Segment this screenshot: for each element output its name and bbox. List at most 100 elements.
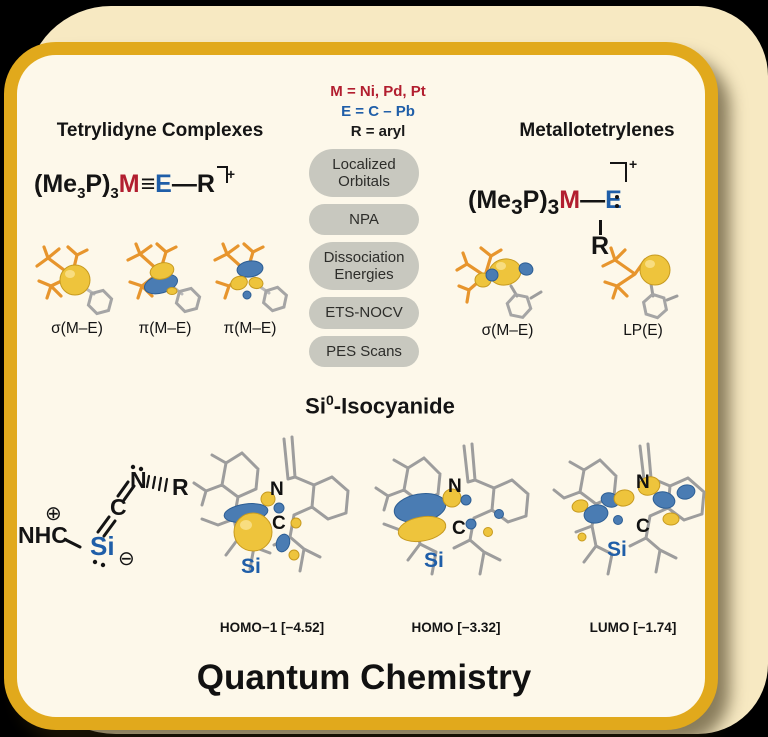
sphere-highlight — [65, 270, 75, 278]
pi-lobe-small — [242, 290, 252, 300]
orbital-label: σ(M–E) — [51, 320, 103, 337]
phenyl-ring — [261, 285, 289, 313]
orbital-label: σ(M–E) — [481, 322, 534, 339]
si-title-rest: -Isocyanide — [333, 393, 455, 419]
formula-sub1: 3 — [77, 185, 86, 202]
single-bond: — — [580, 186, 606, 214]
si-atom-label: Si — [241, 555, 261, 578]
pi-lobe-yellow — [149, 262, 175, 280]
formula-main: (Me3P)3M—E — [468, 186, 622, 220]
sigma-me-orbital-render — [35, 245, 114, 316]
pi-lobe-small — [166, 287, 178, 295]
orbital-lobe-yellow-small — [290, 517, 302, 529]
triple-bond: ≡ — [140, 170, 156, 198]
formula-element: E — [155, 170, 172, 198]
orbital-lobe-yellow-3 — [637, 476, 661, 496]
nhc-si-bond — [64, 538, 82, 549]
formula-r: R — [196, 170, 215, 198]
si-lone-pair-dot — [92, 559, 98, 565]
sphere-highlight — [645, 260, 655, 268]
plus-charge-icon: ⊕ — [45, 503, 62, 525]
pi-lobe-blue — [236, 260, 264, 278]
si-atom-label: Si — [424, 549, 444, 572]
tetrylidyne-formula: (Me3P)3M≡E—R+ — [34, 166, 235, 202]
sigma-lobe — [59, 264, 91, 296]
n-atom-label: N — [448, 476, 462, 497]
c-atom-label: C — [452, 518, 466, 539]
orbital-lobe-yellow-small — [483, 527, 493, 537]
r-label: R — [172, 474, 189, 500]
orbital-label: π(M–E) — [138, 320, 192, 337]
legend-elements: E = C – Pb — [341, 103, 415, 120]
lone-pair-orbital-render — [601, 246, 679, 320]
quantum-chemistry-title: Quantum Chemistry — [196, 658, 532, 697]
n-lone-pair-dot — [130, 464, 136, 470]
formula-sub2: 3 — [110, 185, 119, 202]
orbital-lobe-blue-small-2 — [465, 518, 477, 530]
n-label: N — [130, 467, 147, 493]
formula-p2: P) — [85, 170, 111, 198]
orbital-lobe-yellow — [571, 499, 589, 513]
method-pill-npa: NPA — [309, 204, 419, 236]
n-atom-label: N — [636, 472, 650, 493]
formula-metal: M — [118, 170, 140, 198]
methods-list: Localized Orbitals NPA Dissociation Ener… — [309, 149, 419, 374]
lone-pair-dots — [615, 195, 620, 213]
homo-minus1-label: HOMO−1 [−4.52] — [219, 620, 325, 635]
minus-charge-icon: ⊖ — [118, 548, 135, 570]
method-pill-dissociation-energies: Dissociation Energies — [309, 242, 419, 291]
sigma-me-orbital-render-right — [455, 246, 543, 320]
orbital-lobe-blue-small-3 — [494, 509, 504, 519]
charge-plus: + — [629, 156, 638, 172]
formula-sub1: 3 — [511, 196, 523, 219]
vertical-bond — [599, 220, 602, 235]
orbital-lobe-yellow-small-2 — [288, 549, 300, 561]
n-lone-pair-dot — [138, 466, 144, 472]
legend: M = Ni, Pd, Pt E = C – Pb R = aryl — [278, 82, 478, 142]
orbital-lobe-yellow-4 — [662, 512, 680, 526]
sphere-highlight — [496, 262, 506, 270]
pi-me-orbital-render-2 — [213, 242, 289, 313]
n-atom-label: N — [270, 479, 284, 500]
metallotetrylene-formula: (Me3P)3M—E + R — [468, 156, 668, 268]
lone-pair-lobe — [639, 254, 671, 286]
homo-render: N C Si — [374, 442, 530, 576]
formula-r: R — [591, 232, 610, 260]
legend-substituent: R = aryl — [350, 123, 406, 140]
legend-metals: M = Ni, Pd, Pt — [330, 83, 426, 100]
formula-p1: (Me — [468, 186, 512, 214]
orbital-lobe-blue-4 — [676, 484, 696, 500]
phenyl-ring — [174, 286, 202, 314]
sphere-highlight — [240, 520, 252, 530]
pi-me-orbital-render-1 — [126, 242, 202, 314]
homo-minus1-render: N C Si — [192, 435, 350, 578]
si-lone-pair-dot — [100, 562, 106, 568]
si-atom-label: Si — [607, 538, 627, 561]
charge-bracket — [216, 166, 228, 183]
si-title-sup: 0 — [325, 392, 334, 408]
phenyl-ring — [505, 292, 533, 320]
phosphine-sticks — [601, 246, 647, 300]
si-title-base: Si — [305, 393, 326, 419]
orbital-lobe-blue-2 — [275, 533, 291, 553]
lumo-render: N C Si — [552, 442, 706, 576]
c-n-double-bond — [116, 480, 136, 502]
orbital-label: π(M–E) — [223, 320, 277, 337]
orbital-lobe-yellow-small — [577, 532, 587, 542]
orbital-lobe-blue — [583, 504, 609, 524]
orbital-label: LP(E) — [623, 322, 663, 339]
orbital-lobe-yellow — [260, 491, 276, 507]
si-label: Si — [90, 531, 115, 561]
method-pill-pes-scans: PES Scans — [309, 335, 419, 367]
single-bond: — — [171, 170, 197, 198]
orbital-lobe-yellow-large — [397, 515, 447, 543]
si-c-double-bond — [96, 515, 117, 538]
orbital-lobe-blue-small — [460, 494, 472, 506]
nhc-si-isocyanide-structure: NHC ⊕ Si ⊖ C N R — [18, 464, 189, 570]
c-atom-label: C — [272, 513, 286, 534]
formula-p2: P) — [522, 186, 548, 214]
c-label: C — [110, 494, 127, 520]
homo-label: HOMO [−3.32] — [411, 620, 501, 635]
formula-metal: M — [559, 186, 581, 214]
